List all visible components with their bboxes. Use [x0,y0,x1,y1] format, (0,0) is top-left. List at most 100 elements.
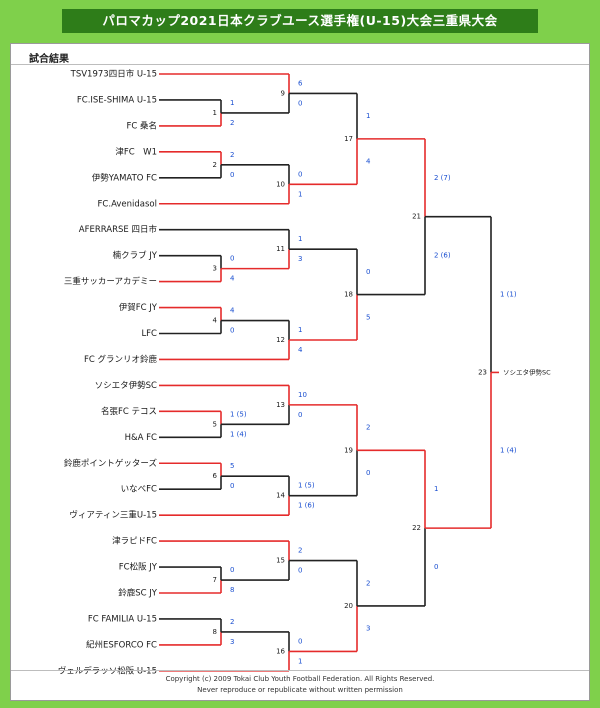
team-label: 名張FC テコス [101,406,157,417]
score-label: 0 [298,99,302,107]
score-label: 2 [298,547,302,555]
score-label: 1 (6) [298,502,315,510]
team-label: LFC [141,329,157,339]
section-label: 試合結果 [29,54,69,65]
match-number: 9 [281,89,285,97]
score-label: 0 [230,482,234,490]
score-label: 0 [366,268,370,276]
score-label: 3 [298,255,302,263]
score-label: 5 [366,313,370,321]
team-label: 鈴鹿ポイントゲッターズ [64,458,158,469]
team-label: FC.ISE-SHIMA U-15 [77,95,157,105]
score-label: 8 [230,586,234,594]
score-label: 4 [366,158,371,166]
footer-divider [11,670,589,671]
champion-label: ソシエタ伊勢SC [503,367,551,376]
score-label: 2 (7) [434,174,451,182]
score-label: 2 [230,151,234,159]
score-label: 0 [298,567,302,575]
match-number: 15 [276,557,285,565]
score-label: 5 [230,462,234,470]
score-label: 1 [298,235,302,243]
match-number: 7 [213,576,217,584]
score-label: 6 [298,79,303,87]
match-number: 17 [344,135,353,143]
score-label: 1 (4) [230,430,247,438]
score-label: 3 [230,638,234,646]
team-label: AFERRARSE 四日市 [79,224,158,235]
team-label: ソシエタ伊勢SC [95,380,157,391]
match-number: 23 [478,368,487,376]
match-number: 14 [276,492,285,500]
score-label: 1 (1) [500,291,517,299]
match-number: 6 [213,472,218,480]
score-label: 0 [230,171,234,179]
score-label: 1 [434,485,438,493]
score-label: 1 [298,190,302,198]
copyright-text: Copyright (c) 2009 Tokai Club Youth Foot… [165,675,435,683]
match-number: 20 [344,602,353,610]
score-label: 2 (6) [434,252,451,260]
team-label: FC 桑名 [126,120,157,131]
score-label: 2 [366,424,370,432]
match-number: 11 [276,245,285,253]
match-number: 8 [213,628,217,636]
page-title: パロマカップ2021日本クラブユース選手権(U-15)大会三重県大会 [62,9,538,33]
match-number: 5 [213,420,217,428]
score-label: 4 [298,346,303,354]
score-label: 0 [230,566,234,574]
score-label: 0 [298,637,302,645]
score-label: 0 [298,411,302,419]
match-number: 19 [344,446,353,454]
score-label: 1 (5) [230,410,247,418]
match-number: 13 [276,401,285,409]
team-label: 津FC W1 [115,146,157,157]
score-label: 1 (5) [298,482,315,490]
score-label: 0 [298,170,302,178]
match-number: 3 [213,265,217,273]
match-number: 2 [213,161,217,169]
copyright-note: Never reproduce or republicate without w… [197,686,403,694]
team-label: 楠クラブ JY [113,250,158,261]
score-label: 4 [230,307,235,315]
team-label: FC FAMILIA U-15 [88,614,157,624]
team-label: 三重サッカーアカデミー [64,276,157,287]
team-label: いなべFC [121,485,157,495]
score-label: 0 [366,469,370,477]
team-label: ヴィアティン三重U-15 [69,510,157,521]
team-label: TSV1973四日市 U-15 [70,69,157,80]
score-label: 0 [230,327,234,335]
team-label: FC グランリオ鈴鹿 [84,354,158,365]
match-number: 12 [276,336,285,344]
team-label: 紀州ESFORCO FC [86,639,157,650]
team-label: H&A FC [125,433,157,443]
score-label: 2 [230,119,234,127]
match-number: 4 [213,317,218,325]
team-label: 鈴鹿SC JY [118,588,158,599]
score-label: 2 [230,618,234,626]
match-number: 1 [213,109,217,117]
score-label: 1 [298,326,302,334]
match-number: 22 [412,524,421,532]
score-label: 1 [230,99,234,107]
team-label: 伊賀FC JY [119,302,158,313]
match-number: 21 [412,213,421,221]
score-label: 1 [366,112,370,120]
match-number: 10 [276,180,285,188]
match-number: 16 [276,647,285,655]
match-number: 18 [344,291,353,299]
score-label: 1 [298,657,302,665]
score-label: 0 [434,563,438,571]
team-label: 津ラピドFC [112,536,157,547]
score-label: 3 [366,625,370,633]
score-label: 10 [298,391,307,399]
score-label: 0 [230,255,234,263]
team-label: FC.Avenidasol [98,199,157,209]
score-label: 2 [366,579,370,587]
score-label: 1 (4) [500,446,517,454]
score-label: 4 [230,275,235,283]
copyright-notice: Copyright (c) 2009 Tokai Club Youth Foot… [11,674,589,696]
team-label: 伊勢YAMATO FC [92,172,157,183]
